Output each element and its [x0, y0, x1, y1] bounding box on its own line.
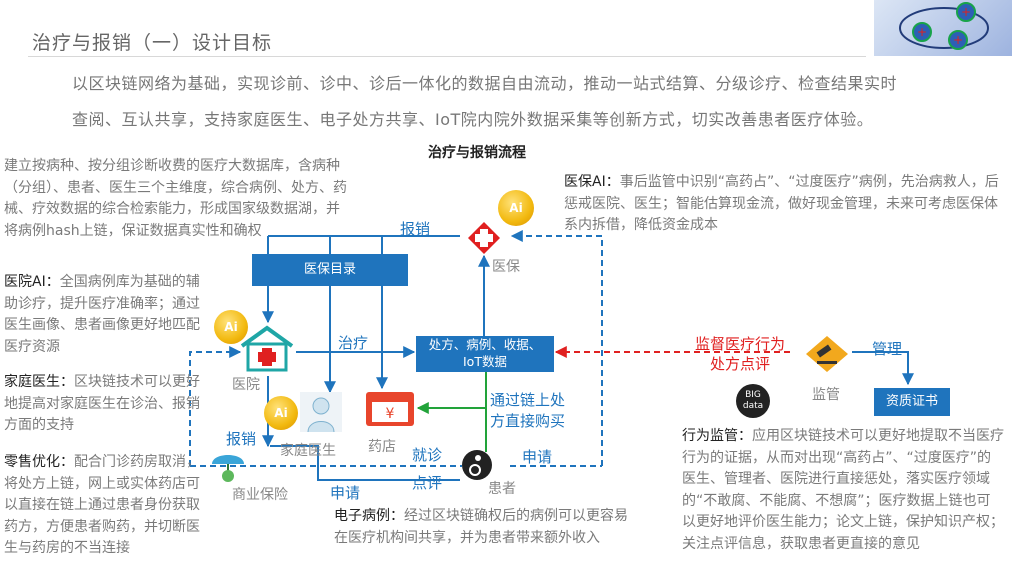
- hospital-ai-text: 全国病例库为基础的辅助诊疗，提升医疗准确率；通过医生画像、患者画像更好地匹配医疗…: [4, 274, 200, 355]
- bigdata-panel: 建立按病种、按分组诊断收费的医疗大数据库，含病种（分组）、患者、医生三个主维度，…: [4, 158, 347, 239]
- edge-apply-right: 申请: [522, 448, 553, 466]
- intro-paragraph: 以区块链网络为基础，实现诊前、诊中、诊后一体化的数据自由流动，推动一站式结算、分…: [72, 66, 992, 138]
- ai-coin-hospital-icon: Ai: [214, 310, 248, 344]
- ai-coin-family-icon: Ai: [264, 396, 298, 430]
- diagram-title: 治疗与报销流程: [428, 145, 526, 161]
- insurance-label: 医保: [492, 259, 520, 275]
- edge-treatment: 治疗: [338, 334, 369, 352]
- medical-catalog-box: 医保目录: [252, 254, 408, 286]
- commercial-insurance-label: 商业保险: [232, 487, 288, 503]
- hospital-label: 医院: [232, 377, 260, 393]
- pharmacy-label: 药店: [368, 439, 396, 455]
- edge-supervise-line-1: 监督医疗行为: [694, 335, 785, 353]
- title-divider: [28, 56, 866, 57]
- edge-supervise: 监督医疗行为 处方点评: [690, 334, 790, 374]
- doctor-icon: [300, 392, 342, 433]
- patient-label: 患者: [488, 481, 516, 497]
- bigdata-icon: BIG data: [736, 384, 770, 418]
- emr-text: 经过区块链确权后的病例可以更容易在医疗机构间共享，并为患者带来额外收入: [334, 508, 628, 546]
- family-doctor-heading: 家庭医生：: [4, 374, 74, 390]
- bigdata-line-1: BIG: [745, 390, 761, 400]
- edge-reimburse-left: 报销: [226, 430, 257, 448]
- line-visit: [270, 445, 460, 481]
- insurance-ai-panel: 医保AI：事后监管中识别“高药占”、“过度医疗”病例，先治病救人，后惩戒医院、医…: [564, 172, 1004, 237]
- svg-text:+: +: [961, 5, 971, 19]
- conduct-text: 应用区块链技术可以更好地提取不当医疗行为的证据，从而对出现“高药占”、“过度医疗…: [682, 428, 1004, 552]
- data-box-line-2: IoT数据: [463, 354, 507, 369]
- conduct-panel: 行为监管：应用区块链技术可以更好地提取不当医疗行为的证据，从而对出现“高药占”、…: [682, 426, 1004, 569]
- family-doctor-text: 区块链技术可以更好地提高对家庭医生在诊治、报销方面的支持: [4, 374, 200, 433]
- network-graphic-icon: + + +: [899, 2, 989, 50]
- ai-coin-insurance-icon: Ai: [498, 190, 534, 226]
- insurance-cross-icon: [466, 220, 502, 256]
- edge-chain-purchase-line-1: 通过链上处: [490, 391, 566, 409]
- hospital-ai-heading: 医院AI：: [4, 274, 60, 290]
- emr-panel: 电子病例：经过区块链确权后的病例可以更容易在医疗机构间共享，并为患者带来额外收入: [334, 506, 628, 549]
- data-box-line-1: 处方、病例、收据、: [428, 337, 542, 352]
- page-title: 治疗与报销（一）设计目标: [32, 32, 273, 54]
- insurance-ai-text: 事后监管中识别“高药占”、“过度医疗”病例，先治病救人，后惩戒医院、医生；智能估…: [564, 174, 999, 233]
- data-box: 处方、病例、收据、 IoT数据: [416, 336, 554, 372]
- hospital-ai-panel: 医院AI：全国病例库为基础的辅助诊疗，提升医疗准确率；通过医生画像、患者画像更好…: [4, 272, 200, 358]
- svg-text:¥: ¥: [386, 406, 395, 422]
- svg-text:+: +: [953, 33, 963, 47]
- gavel-icon: [804, 334, 850, 374]
- umbrella-icon: [208, 446, 248, 484]
- network-thumbnail-image: + + +: [874, 0, 1012, 56]
- conduct-heading: 行为监管：: [682, 428, 752, 444]
- edge-chain-purchase-line-2: 方直接购买: [490, 412, 566, 430]
- line-patient-apply-insurance: [510, 230, 603, 466]
- supervision-label: 监管: [812, 387, 840, 403]
- edge-visit: 就诊: [412, 446, 443, 464]
- intro-line-1: 以区块链网络为基础，实现诊前、诊中、诊后一体化的数据自由流动，推动一站式结算、分…: [72, 74, 898, 93]
- edge-chain-purchase: 通过链上处 方直接购买: [490, 390, 565, 432]
- pharmacy-icon: ¥: [362, 388, 418, 430]
- intro-line-2: 查阅、互认共享，支持家庭医生、电子处方共享、IoT院内院外数据采集等创新方式，切…: [72, 110, 874, 129]
- cert-box: 资质证书: [874, 388, 950, 416]
- line-left-loop: [189, 346, 242, 466]
- insurance-ai-heading: 医保AI：: [564, 174, 620, 190]
- line-manage: [852, 351, 914, 386]
- bigdata-line-2: data: [742, 401, 764, 411]
- retail-panel: 零售优化：配合门诊药房取消，将处方上链，网上或实体药店可以直接在链上通过患者身份…: [4, 452, 200, 569]
- edge-review: 点评: [412, 474, 443, 492]
- edge-reimburse-top: 报销: [400, 220, 431, 238]
- svg-text:+: +: [917, 25, 927, 39]
- family-doctor-panel: 家庭医生：区块链技术可以更好地提高对家庭医生在诊治、报销方面的支持: [4, 372, 200, 437]
- family-doctor-label: 家庭医生: [280, 443, 336, 459]
- hospital-icon: [238, 324, 296, 374]
- retail-heading: 零售优化：: [4, 454, 74, 470]
- edge-apply-bottom: 申请: [330, 484, 361, 502]
- emr-heading: 电子病例：: [334, 508, 404, 524]
- edge-manage: 管理: [872, 340, 903, 358]
- retail-text: 配合门诊药房取消，将处方上链，网上或实体药店可以直接在链上通过患者身份获取药方，…: [4, 454, 200, 556]
- edge-supervise-line-2: 处方点评: [709, 355, 770, 373]
- patient-wheelchair-icon: [462, 450, 492, 480]
